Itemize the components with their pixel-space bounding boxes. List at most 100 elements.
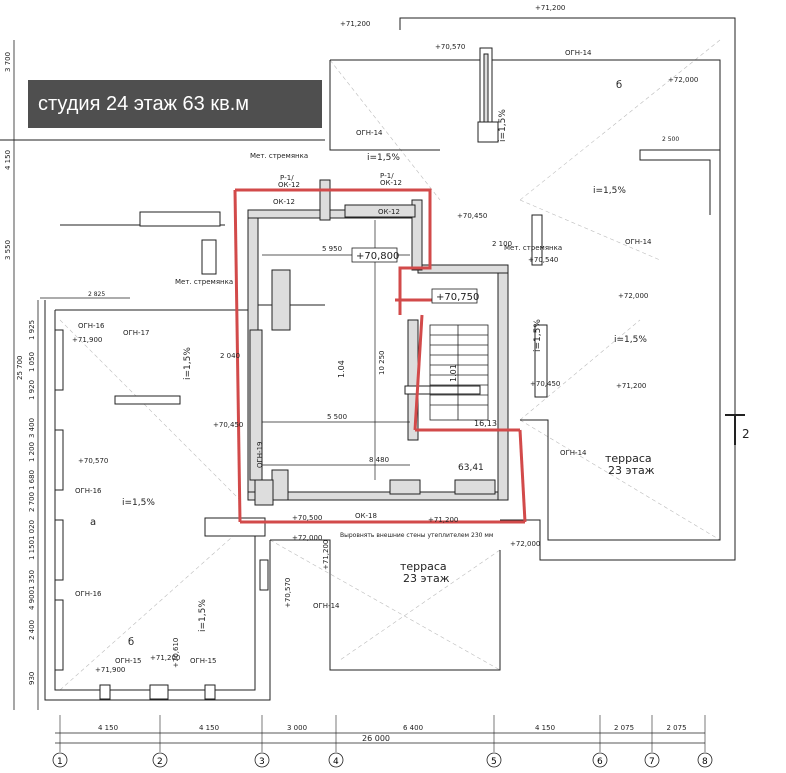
label-slope: i=1,5%	[367, 153, 400, 163]
elevation-70800: +70,800	[356, 251, 399, 262]
left-dimension: 1 925	[28, 320, 36, 340]
label-ogn: ОГН-14	[356, 129, 383, 137]
terrace-floor: 23 этаж	[403, 572, 450, 585]
left-dimension: 1 050	[28, 352, 36, 372]
section-mark: б	[128, 637, 134, 648]
dimension-label: 2 825	[88, 291, 105, 298]
elevation-mark: +70,450	[530, 380, 560, 388]
windows	[54, 47, 548, 700]
inner-dimensions: 5 950 5 500 8 480 10 250 2 040 2 100 2 8…	[88, 136, 679, 464]
terrace-label: терраса	[605, 452, 652, 465]
left-dimension: 1 350	[28, 570, 36, 590]
left-dimension: 1 020	[28, 520, 36, 540]
label-ok: ОК-18	[355, 512, 377, 520]
dimension-label: 2 500	[662, 136, 679, 143]
label-ogn: ОГН-14	[560, 449, 587, 457]
label-slope: i=1,5%	[614, 335, 647, 345]
elevation-mark: +70,450	[457, 212, 487, 220]
room-area: 63,41	[458, 463, 484, 473]
axis-label: 7	[649, 757, 655, 767]
left-dimension: 1 680	[28, 470, 36, 490]
dimension-label: 2 100	[492, 240, 512, 248]
left-dimension: 1 150	[28, 540, 36, 560]
elevation-mark: +70,570	[284, 578, 292, 608]
annotations: ОГН-14 ОГН-14 ОГН-14 ОГН-14 ОГН-14 ОГН-1…	[75, 49, 750, 665]
elevation-mark: +71,200	[322, 540, 330, 570]
axis-label: 1	[57, 757, 63, 767]
dimension-label: 5 950	[322, 245, 342, 253]
label-slope: i=1,5%	[183, 347, 193, 380]
axis-label: 4	[333, 757, 339, 767]
dimension-label: 10 250	[378, 351, 386, 376]
label-ogn: ОГН-16	[75, 590, 102, 598]
label-ok: ОК-12	[380, 179, 402, 187]
elevation-mark: +71,200	[535, 4, 565, 12]
axis-bubble	[152, 752, 168, 768]
label-ogn: ОГН-14	[565, 49, 592, 57]
walls	[247, 179, 509, 506]
left-dimension: 4 900	[28, 590, 36, 610]
label-ogn: ОГН-17	[123, 329, 149, 337]
listing-badge: студия 24 этаж 63 кв.м	[28, 80, 322, 128]
bottom-dimension: 4 150	[199, 724, 219, 732]
bottom-dimension: 6 400	[403, 724, 423, 732]
label-ogn: ОГН-15	[190, 657, 216, 665]
room-area: 16,13	[474, 419, 497, 428]
axis-label: 2	[157, 757, 163, 767]
axis-bubble	[697, 752, 713, 768]
label-ladder: Мет. стремянка	[250, 152, 308, 160]
left-dimension-labels: 3 700 4 150 3 550 1 925 1 050 1 920 3 400 1 200…	[4, 52, 36, 685]
label-ogn: ОГН-19	[256, 442, 264, 468]
section-mark: б	[616, 80, 622, 91]
axis-label: 3	[259, 757, 265, 767]
left-dimension: 2 400	[28, 620, 36, 640]
axis-label: 6	[597, 757, 603, 767]
elevation-mark: +71,200	[150, 654, 180, 662]
left-dimension: 3 700	[4, 52, 12, 72]
elevation-mark: +70,450	[213, 421, 243, 429]
left-dimension: 1 920	[28, 380, 36, 400]
axis-label: 5	[491, 757, 497, 767]
dimension-label: 8 480	[369, 456, 389, 464]
total-dimension: 26 000	[362, 734, 390, 743]
bottom-dimension: 4 150	[98, 724, 118, 732]
label-ok-suffix: ОК-12	[278, 181, 300, 189]
bottom-dimension: 2 075	[667, 724, 687, 732]
label-slope: i=1,5%	[593, 186, 626, 196]
label-ladder: Мет. стремянка	[504, 244, 562, 252]
left-dimension: 4 150	[4, 150, 12, 170]
label-ogn: ОГН-16	[75, 487, 102, 495]
wall-note: Выровнять внешние стены утеплителем 230 …	[340, 532, 493, 539]
left-dimension: 2 700	[28, 492, 36, 512]
elevation-70750: +70,750	[436, 292, 479, 303]
axis-bubble	[644, 752, 660, 768]
left-dimension-lines	[13, 40, 39, 710]
elevation-labels: +71,200 +71,200 +70,570 +72,000 +72,000 …	[72, 4, 698, 674]
label-ok: ОК-12	[273, 198, 295, 206]
section-marker	[725, 414, 745, 445]
elevation-mark: +70,610	[172, 638, 180, 668]
left-dimension: 3 550	[4, 240, 12, 260]
elevation-mark: +70,500	[292, 514, 322, 522]
label-p1: Р-1/	[280, 174, 294, 182]
elevation-mark: +72,000	[668, 76, 698, 84]
elevation-mark: +70,570	[78, 457, 108, 465]
bottom-dimension: 3 000	[287, 724, 307, 732]
room-number: 1.01	[449, 364, 458, 382]
boxed-elevations: +70,800 +70,750	[351, 247, 479, 304]
label-p1: Р-1/	[380, 172, 394, 180]
axis-bubble	[328, 752, 344, 768]
label-ogn: ОГН-16	[78, 322, 105, 330]
terrace-floor: 23 этаж	[608, 464, 655, 477]
left-dimension: 3 400	[28, 418, 36, 438]
label-ogn: ОГН-15	[115, 657, 141, 665]
label-slope: i=1,5%	[533, 319, 543, 352]
elevation-mark: +71,200	[340, 20, 370, 28]
studio-highlight	[233, 188, 527, 524]
left-dimension: 1 200	[28, 442, 36, 462]
left-total-length: 25 700	[16, 356, 24, 381]
